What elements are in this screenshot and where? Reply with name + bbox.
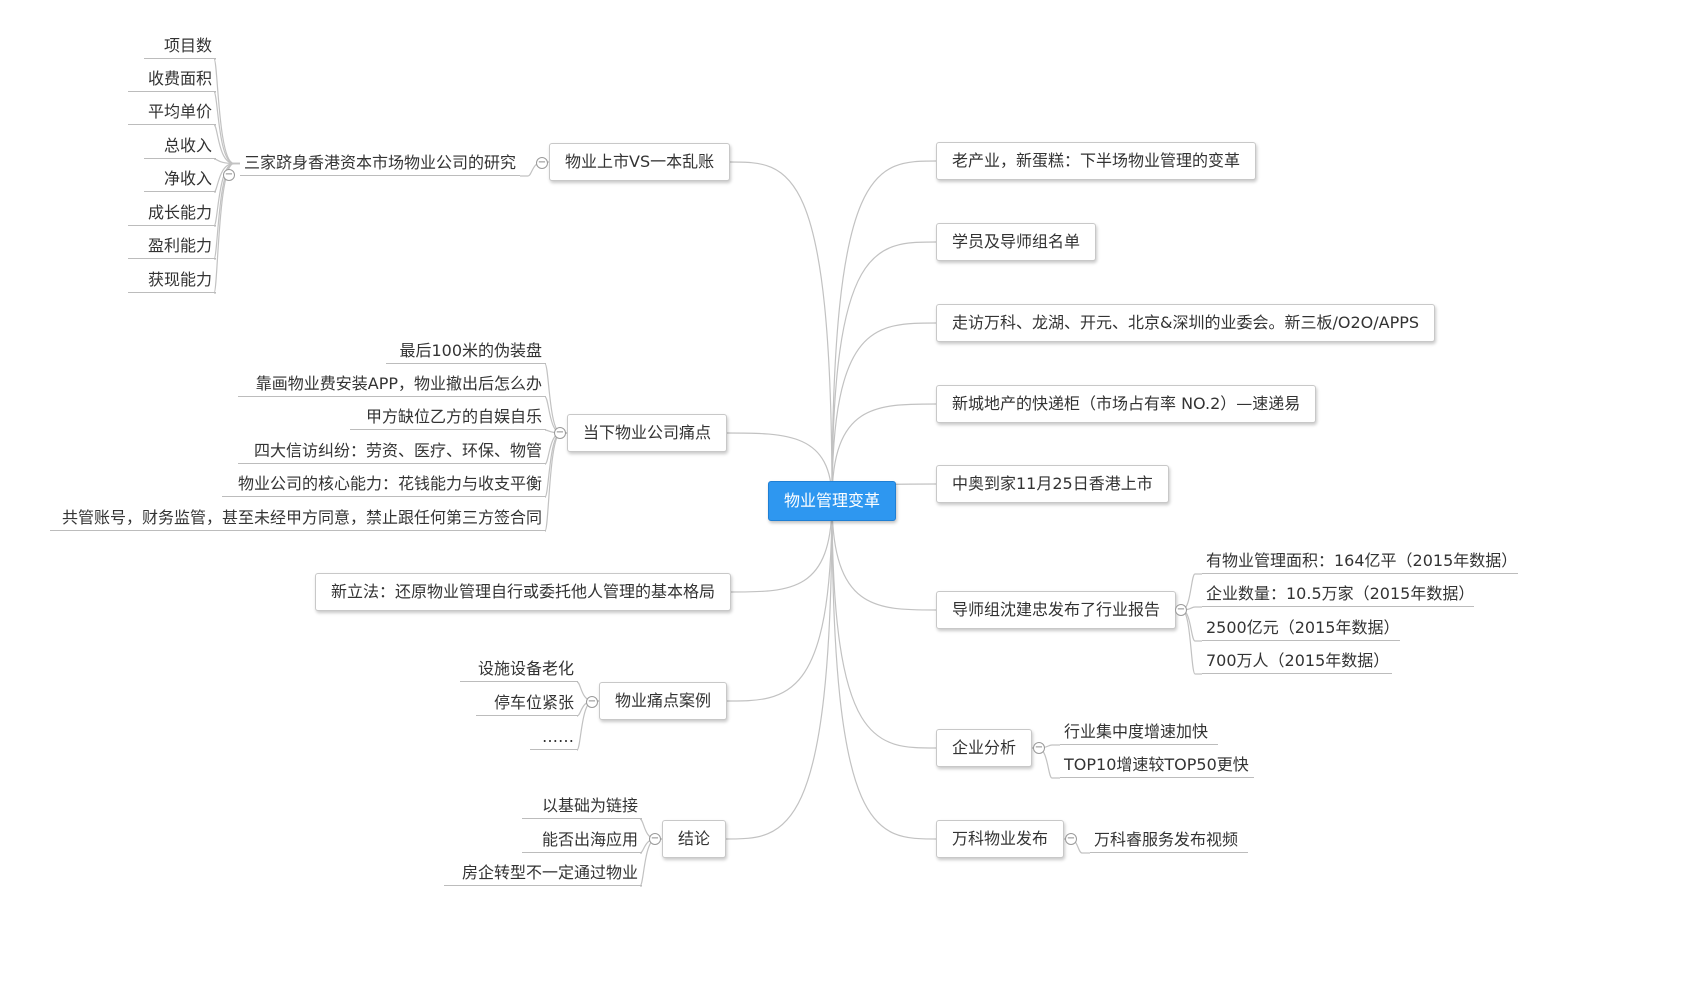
leaf-growth-ability[interactable]: 成长能力: [128, 201, 216, 226]
link-L0s-L0s1: [213, 91, 240, 165]
collapse-toggle-conclusion[interactable]: −: [649, 833, 661, 845]
leaf-ellipsis[interactable]: ……: [530, 725, 578, 750]
link-root-L1: [726, 432, 833, 502]
leaf-core-ability[interactable]: 物业公司的核心能力：花钱能力与收支平衡: [222, 472, 546, 497]
leaf-overseas[interactable]: 能否出海应用: [522, 828, 642, 853]
leaf-top10-vs-top50[interactable]: TOP10增速较TOP50更快: [1060, 753, 1254, 778]
link-root-L3: [726, 500, 833, 702]
collapse-toggle-report[interactable]: −: [1175, 604, 1187, 616]
collapse-toggle-vanke[interactable]: −: [1065, 833, 1077, 845]
topic-vanke-release[interactable]: 万科物业发布: [936, 820, 1065, 858]
leaf-employees[interactable]: 700万人（2015年数据）: [1202, 649, 1392, 674]
topic-enterprise-analysis[interactable]: 企业分析: [936, 729, 1033, 767]
leaf-aging-facilities[interactable]: 设施设备老化: [460, 657, 578, 682]
leaf-party-a-absent[interactable]: 甲方缺位乙方的自娱自乐: [350, 405, 546, 430]
central-topic[interactable]: 物业管理变革: [768, 481, 897, 521]
link-root-R0: [831, 160, 937, 502]
leaf-revenue-scale[interactable]: 2500亿元（2015年数据）: [1202, 616, 1400, 641]
topic-express-locker[interactable]: 新城地产的快递柜（市场占有率 NO.2）—速递易: [936, 385, 1317, 423]
leaf-joint-account[interactable]: 共管账号，财务监管，甚至未经甲方同意，禁止跟任何第三方签合同: [50, 506, 546, 531]
link-root-R1: [831, 241, 937, 502]
leaf-cash-ability[interactable]: 获现能力: [128, 268, 216, 293]
collapse-toggle-pain-cases[interactable]: −: [586, 696, 598, 708]
leaf-enterprise-count[interactable]: 企业数量：10.5万家（2015年数据）: [1202, 582, 1474, 607]
link-root-L4: [725, 500, 833, 840]
leaf-vanke-video[interactable]: 万科睿服务发布视频: [1090, 828, 1248, 853]
leaf-app-install[interactable]: 靠画物业费安装APP，物业撤出后怎么办: [238, 372, 546, 397]
leaf-parking-shortage[interactable]: 停车位紧张: [476, 691, 578, 716]
leaf-net-income[interactable]: 净收入: [144, 167, 216, 192]
leaf-profit-ability[interactable]: 盈利能力: [128, 234, 216, 259]
link-root-R7: [831, 500, 937, 840]
link-root-R2: [831, 322, 937, 502]
topic-current-pain-points[interactable]: 当下物业公司痛点: [567, 414, 728, 452]
link-root-L2: [730, 500, 833, 593]
link-L4-L4i2: [639, 838, 662, 887]
topic-visits[interactable]: 走访万科、龙湖、开元、北京&深圳的业委会。新三板/O2O/APPS: [936, 304, 1436, 342]
collapse-toggle-research[interactable]: −: [223, 169, 235, 181]
topic-industry-report[interactable]: 导师组沈建忠发布了行业报告: [936, 591, 1177, 629]
link-L0s-L0s0: [213, 58, 240, 165]
leaf-charged-area[interactable]: 收费面积: [128, 67, 216, 92]
leaf-concentration[interactable]: 行业集中度增速加快: [1060, 720, 1218, 745]
leaf-average-price[interactable]: 平均单价: [128, 100, 216, 125]
topic-old-industry-new-cake[interactable]: 老产业，新蛋糕：下半场物业管理的变革: [936, 142, 1257, 180]
leaf-foundation-link[interactable]: 以基础为链接: [522, 794, 642, 819]
subtopic-hk-listing-research[interactable]: 三家跻身香港资本市场物业公司的研究: [240, 151, 521, 176]
collapse-toggle-pain-points[interactable]: −: [554, 427, 566, 439]
link-root-R6: [831, 500, 937, 749]
leaf-managed-area[interactable]: 有物业管理面积：164亿平（2015年数据）: [1202, 549, 1518, 574]
topic-conclusion[interactable]: 结论: [662, 820, 727, 858]
collapse-toggle-listing[interactable]: −: [536, 157, 548, 169]
collapse-toggle-analysis[interactable]: −: [1033, 742, 1045, 754]
leaf-project-count[interactable]: 项目数: [144, 34, 216, 59]
link-L3-L3i2: [576, 700, 599, 751]
link-root-R5: [831, 500, 937, 611]
topic-member-list[interactable]: 学员及导师组名单: [936, 223, 1097, 261]
topic-listing-vs-accounts[interactable]: 物业上市VS一本乱账: [549, 143, 731, 181]
topic-pain-cases[interactable]: 物业痛点案例: [599, 682, 728, 720]
topic-zhongao-listing[interactable]: 中奥到家11月25日香港上市: [936, 465, 1169, 503]
link-root-L0: [729, 161, 833, 502]
link-L1-L1i4: [544, 432, 567, 498]
link-L0s-L0s7: [213, 162, 240, 294]
link-L1-L1i0: [544, 363, 567, 434]
leaf-last-100m[interactable]: 最后100米的伪装盘: [386, 339, 546, 364]
link-root-R3: [831, 403, 937, 502]
leaf-four-disputes[interactable]: 四大信访纠纷：劳资、医疗、环保、物管: [238, 439, 546, 464]
topic-new-legislation[interactable]: 新立法：还原物业管理自行或委托他人管理的基本格局: [315, 573, 732, 611]
leaf-transformation[interactable]: 房企转型不一定通过物业: [444, 861, 642, 886]
leaf-total-revenue[interactable]: 总收入: [144, 134, 216, 159]
